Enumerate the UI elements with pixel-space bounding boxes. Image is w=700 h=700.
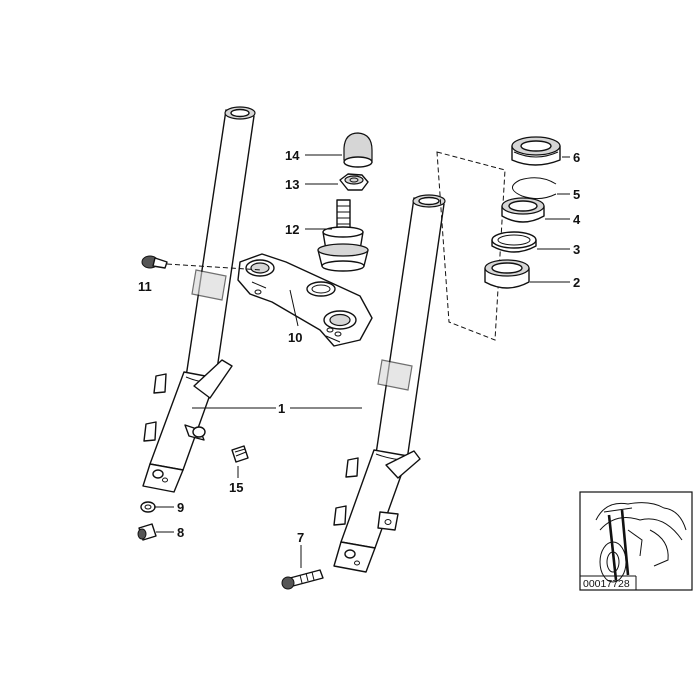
callout-9[interactable]: 9 (177, 500, 184, 515)
callout-2[interactable]: 2 (573, 275, 580, 290)
callout-8[interactable]: 8 (177, 525, 184, 540)
callout-13[interactable]: 13 (285, 177, 299, 192)
screw-11[interactable] (141, 255, 263, 271)
callout-4[interactable]: 4 (573, 212, 581, 227)
right-fork-leg[interactable] (333, 194, 446, 573)
protective-cap[interactable] (343, 132, 373, 168)
callout-1[interactable]: 1 (278, 401, 285, 416)
left-fork-leg[interactable] (142, 106, 256, 493)
callout-14[interactable]: 14 (285, 148, 300, 163)
steering-axis-outline (436, 151, 506, 341)
bearing-sleeve-2[interactable] (484, 259, 530, 289)
axle-clamp-pin[interactable] (184, 424, 206, 441)
callout-7[interactable]: 7 (297, 530, 304, 545)
callout-labels: 1 2 3 4 5 6 7 8 9 10 11 12 13 14 15 (138, 148, 581, 545)
seal-ring-3[interactable] (491, 231, 537, 253)
ball-joint[interactable] (317, 199, 369, 272)
bearing-4[interactable] (501, 197, 545, 223)
bolt-8[interactable] (137, 523, 157, 541)
callout-3[interactable]: 3 (573, 242, 580, 257)
leader-lines (154, 154, 570, 568)
bolt-7[interactable] (281, 569, 324, 590)
threaded-ring-6[interactable] (511, 136, 561, 166)
callout-10[interactable]: 10 (288, 330, 302, 345)
callout-11[interactable]: 11 (138, 279, 152, 294)
callout-6[interactable]: 6 (573, 150, 580, 165)
washer-9[interactable] (140, 501, 156, 513)
callout-5[interactable]: 5 (573, 187, 580, 202)
reference-number: 00017728 (583, 578, 630, 590)
ball-joint-nut[interactable] (339, 173, 369, 191)
fork-bridge[interactable] (237, 253, 373, 347)
callout-12[interactable]: 12 (285, 222, 299, 237)
motorcycle-location-thumbnail: 00017728 (579, 491, 693, 591)
callout-15[interactable]: 15 (229, 480, 243, 495)
stud-15[interactable] (231, 445, 249, 463)
circlip-5[interactable] (512, 177, 557, 200)
